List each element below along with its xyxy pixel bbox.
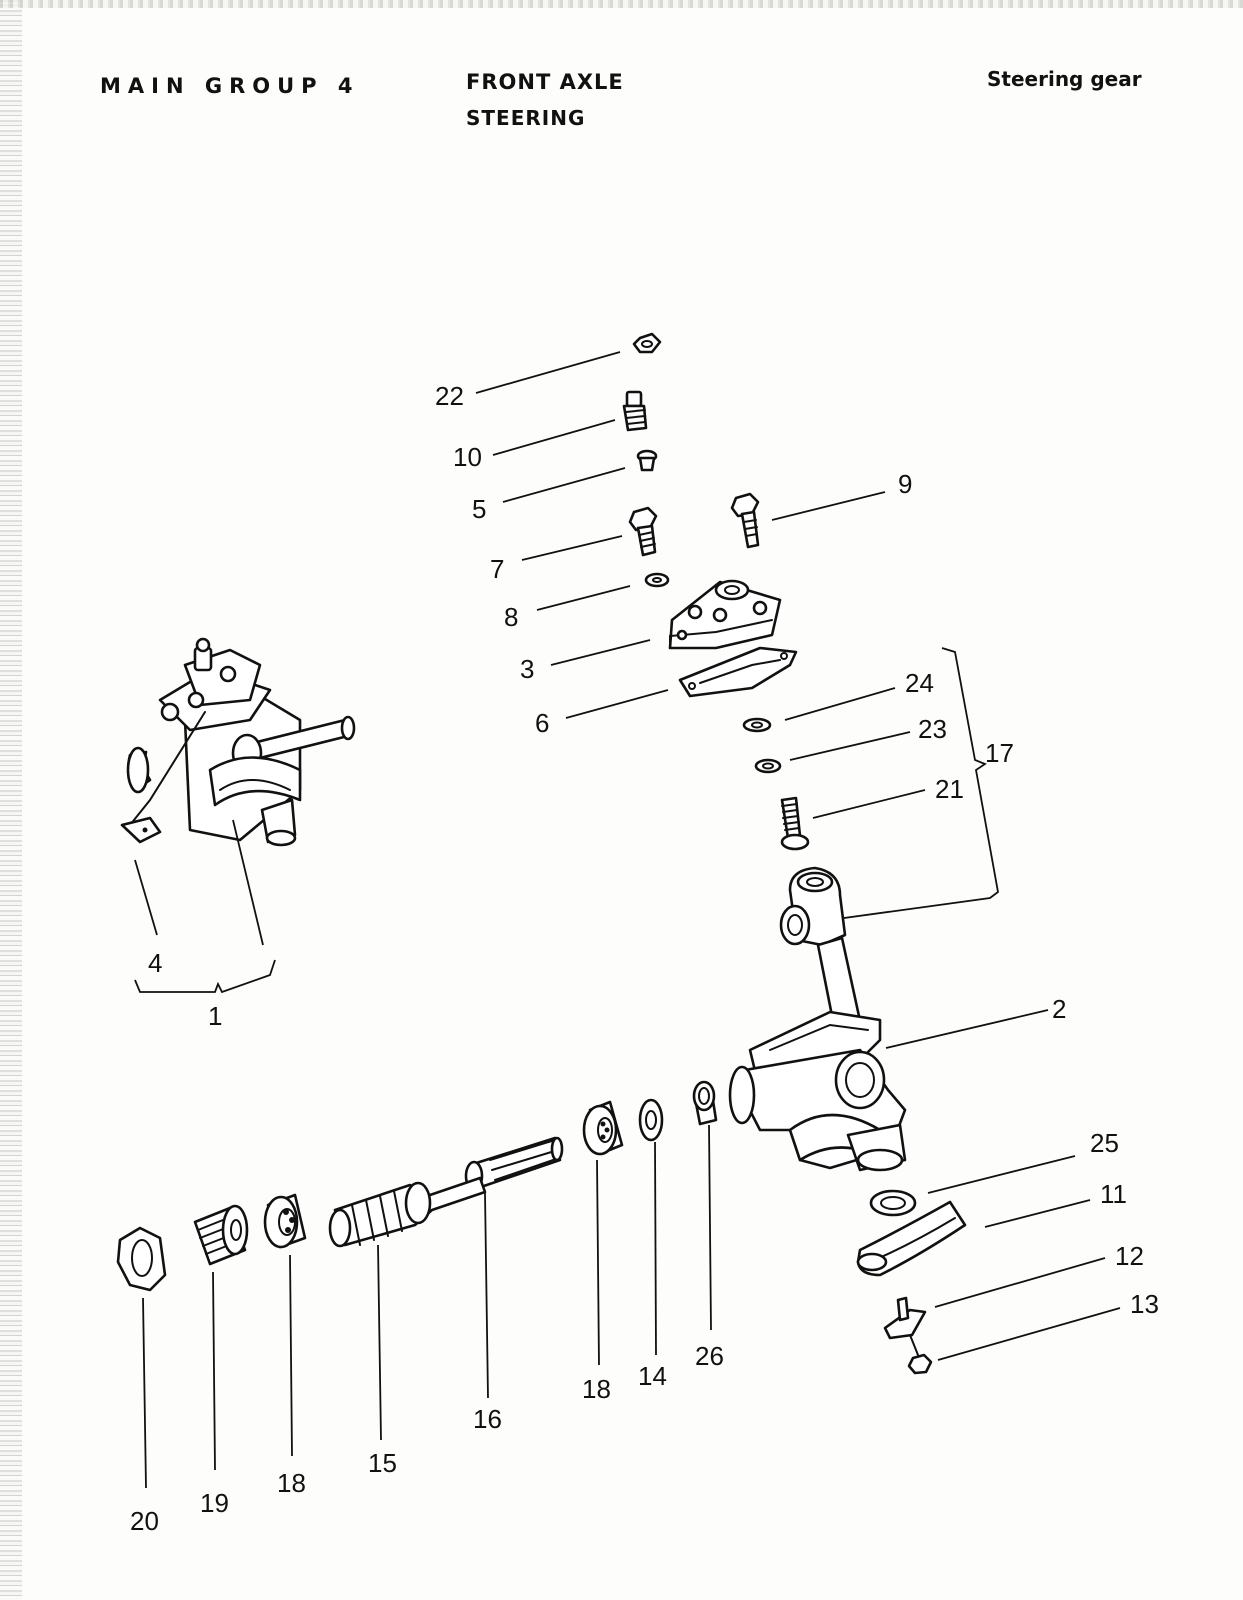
part-6-gasket (678, 646, 798, 698)
part-18-bearing-upper (582, 1100, 624, 1156)
part-18-bearing-lower (263, 1193, 307, 1249)
part-19-adjuster (193, 1204, 249, 1266)
part-24-lock-washer (742, 717, 772, 733)
callout-15: 15 (368, 1448, 397, 1478)
leader-9 (771, 491, 886, 521)
section-title-steering: STEERING (466, 106, 586, 130)
callout-3: 3 (520, 654, 534, 684)
subsection-title: Steering gear (987, 67, 1142, 91)
leader-18a (596, 1159, 600, 1366)
leader-14 (654, 1141, 657, 1356)
leader-5 (502, 467, 626, 503)
callout-14: 14 (638, 1361, 667, 1391)
bracket-1 (134, 959, 276, 994)
part-23-washer (754, 758, 782, 774)
part-steering-gear-assembly (120, 637, 356, 847)
leader-7 (521, 535, 623, 561)
leader-11 (984, 1199, 1091, 1228)
callout-18-lower: 18 (277, 1468, 306, 1498)
leader-16 (484, 1192, 489, 1399)
leader-22 (475, 351, 621, 394)
callout-20: 20 (130, 1506, 159, 1536)
callout-22: 22 (435, 381, 464, 411)
leader-20 (142, 1297, 147, 1489)
callout-17: 17 (985, 738, 1014, 768)
callout-11: 11 (1100, 1179, 1127, 1209)
callout-24: 24 (905, 668, 934, 698)
part-26-bushing (692, 1080, 718, 1126)
part-14-shim (638, 1098, 664, 1142)
part-20-lock-nut (116, 1226, 167, 1292)
leader-8 (536, 585, 631, 611)
callout-2: 2 (1052, 994, 1066, 1024)
leader-25 (927, 1155, 1076, 1194)
main-group-heading: MAIN GROUP 4 (100, 74, 360, 98)
callout-16: 16 (473, 1404, 502, 1434)
callout-12: 12 (1115, 1241, 1144, 1271)
callout-7: 7 (490, 554, 504, 584)
part-3-cover (668, 579, 782, 650)
bracket-17 (814, 647, 999, 923)
callout-23: 23 (918, 714, 947, 744)
leader-18b (289, 1254, 293, 1457)
callout-6: 6 (535, 708, 549, 738)
part-7-bolt (628, 506, 658, 557)
callout-5: 5 (472, 494, 486, 524)
section-title-front-axle: FRONT AXLE (466, 70, 624, 94)
leader-24 (784, 687, 896, 721)
leader-19 (212, 1271, 216, 1471)
callout-9: 9 (898, 469, 912, 499)
leader-13 (937, 1307, 1121, 1361)
leader-10 (492, 419, 616, 456)
scan-top-edge (0, 0, 1243, 8)
part-8-washer (644, 572, 670, 588)
callout-26: 26 (695, 1341, 724, 1371)
leader-12 (934, 1257, 1106, 1308)
part-21-bolt (780, 796, 810, 851)
callout-13: 13 (1130, 1289, 1159, 1319)
part-11-clamp (856, 1200, 967, 1277)
leader-21 (812, 789, 926, 819)
callout-25: 25 (1090, 1128, 1119, 1158)
leader-23 (789, 731, 911, 761)
callout-18-upper: 18 (582, 1374, 611, 1404)
callout-21: 21 (935, 774, 964, 804)
part-9-bolt (730, 492, 760, 549)
leader-2 (885, 1009, 1049, 1049)
part-2-housing (728, 866, 907, 1172)
part-22-nut (632, 332, 662, 354)
callout-10: 10 (453, 442, 482, 472)
callout-19: 19 (200, 1488, 229, 1518)
callout-4: 4 (148, 948, 162, 978)
leader-15 (377, 1244, 382, 1441)
scan-edge (0, 0, 22, 1600)
leader-26 (708, 1124, 712, 1331)
callout-1: 1 (208, 1001, 222, 1031)
callout-8: 8 (504, 602, 518, 632)
leader-4 (134, 859, 158, 936)
part-15-worm-shaft (328, 1176, 487, 1248)
leader-6 (565, 689, 669, 719)
part-5-plug (636, 449, 658, 472)
leader-1a (232, 819, 264, 946)
part-13-nut (907, 1353, 933, 1375)
part-12-bolt-plate (883, 1296, 927, 1361)
part-10-adjusting-screw (622, 390, 648, 432)
leader-3 (550, 639, 651, 666)
part-25-seal (869, 1189, 917, 1217)
